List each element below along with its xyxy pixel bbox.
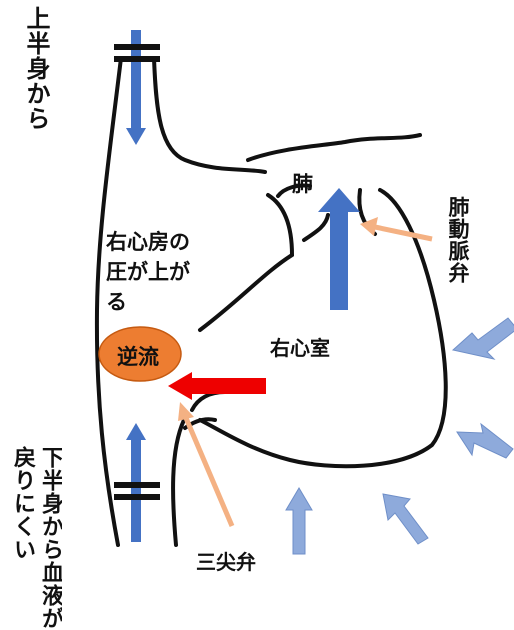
pulmonary-artery-left-bend xyxy=(276,183,312,198)
pressure-arrow-right-lower xyxy=(456,422,514,459)
right-atrium-label-line3: る xyxy=(106,290,127,314)
pressure-arrow-right-upper xyxy=(451,317,514,360)
ventricle-outflow-arrow xyxy=(318,188,360,310)
lower-blockage-mark xyxy=(114,482,160,500)
pulmonary-valve-flap-left xyxy=(302,213,330,242)
superior-vena-cava-right-wall xyxy=(152,56,267,174)
inferior-vena-cava-right-wall xyxy=(171,418,186,547)
tricuspid-valve-label: 三尖弁 xyxy=(196,550,256,574)
upper-blockage-mark xyxy=(114,44,160,62)
right-ventricle-label: 右心室 xyxy=(270,336,330,360)
right-atrium-label-line2: 圧が上が xyxy=(106,260,190,284)
upper-body-label: 上半身から xyxy=(22,6,50,131)
pressure-arrow-bottom-right xyxy=(382,493,429,545)
lower-body-label-col1: 下半身から血液が xyxy=(38,446,62,630)
backflow-label: 逆流 xyxy=(117,345,159,369)
septum-wall xyxy=(198,193,295,332)
vena-cava-left-wall xyxy=(94,56,123,547)
lower-body-label-col2: 戻りにくい xyxy=(10,446,35,561)
tricuspid-valve-pointer xyxy=(178,402,235,527)
pulmonary-valve-label: 肺動脈弁 xyxy=(446,196,470,284)
lower-body-flow-arrow xyxy=(126,423,146,542)
backflow-ellipse xyxy=(98,326,182,382)
right-ventricle-wall xyxy=(198,188,448,469)
pulmonary-artery xyxy=(246,133,422,162)
tricuspid-valve-upper-flap xyxy=(190,390,227,412)
right-atrium-label-line1: 右心房の xyxy=(106,230,190,254)
pulmonary-valve-pointer xyxy=(360,217,433,242)
backflow-arrow xyxy=(168,372,266,400)
upper-body-flow-arrow xyxy=(126,30,146,145)
pressure-arrow-bottom xyxy=(285,487,313,555)
lung-label: 肺 xyxy=(292,172,313,196)
